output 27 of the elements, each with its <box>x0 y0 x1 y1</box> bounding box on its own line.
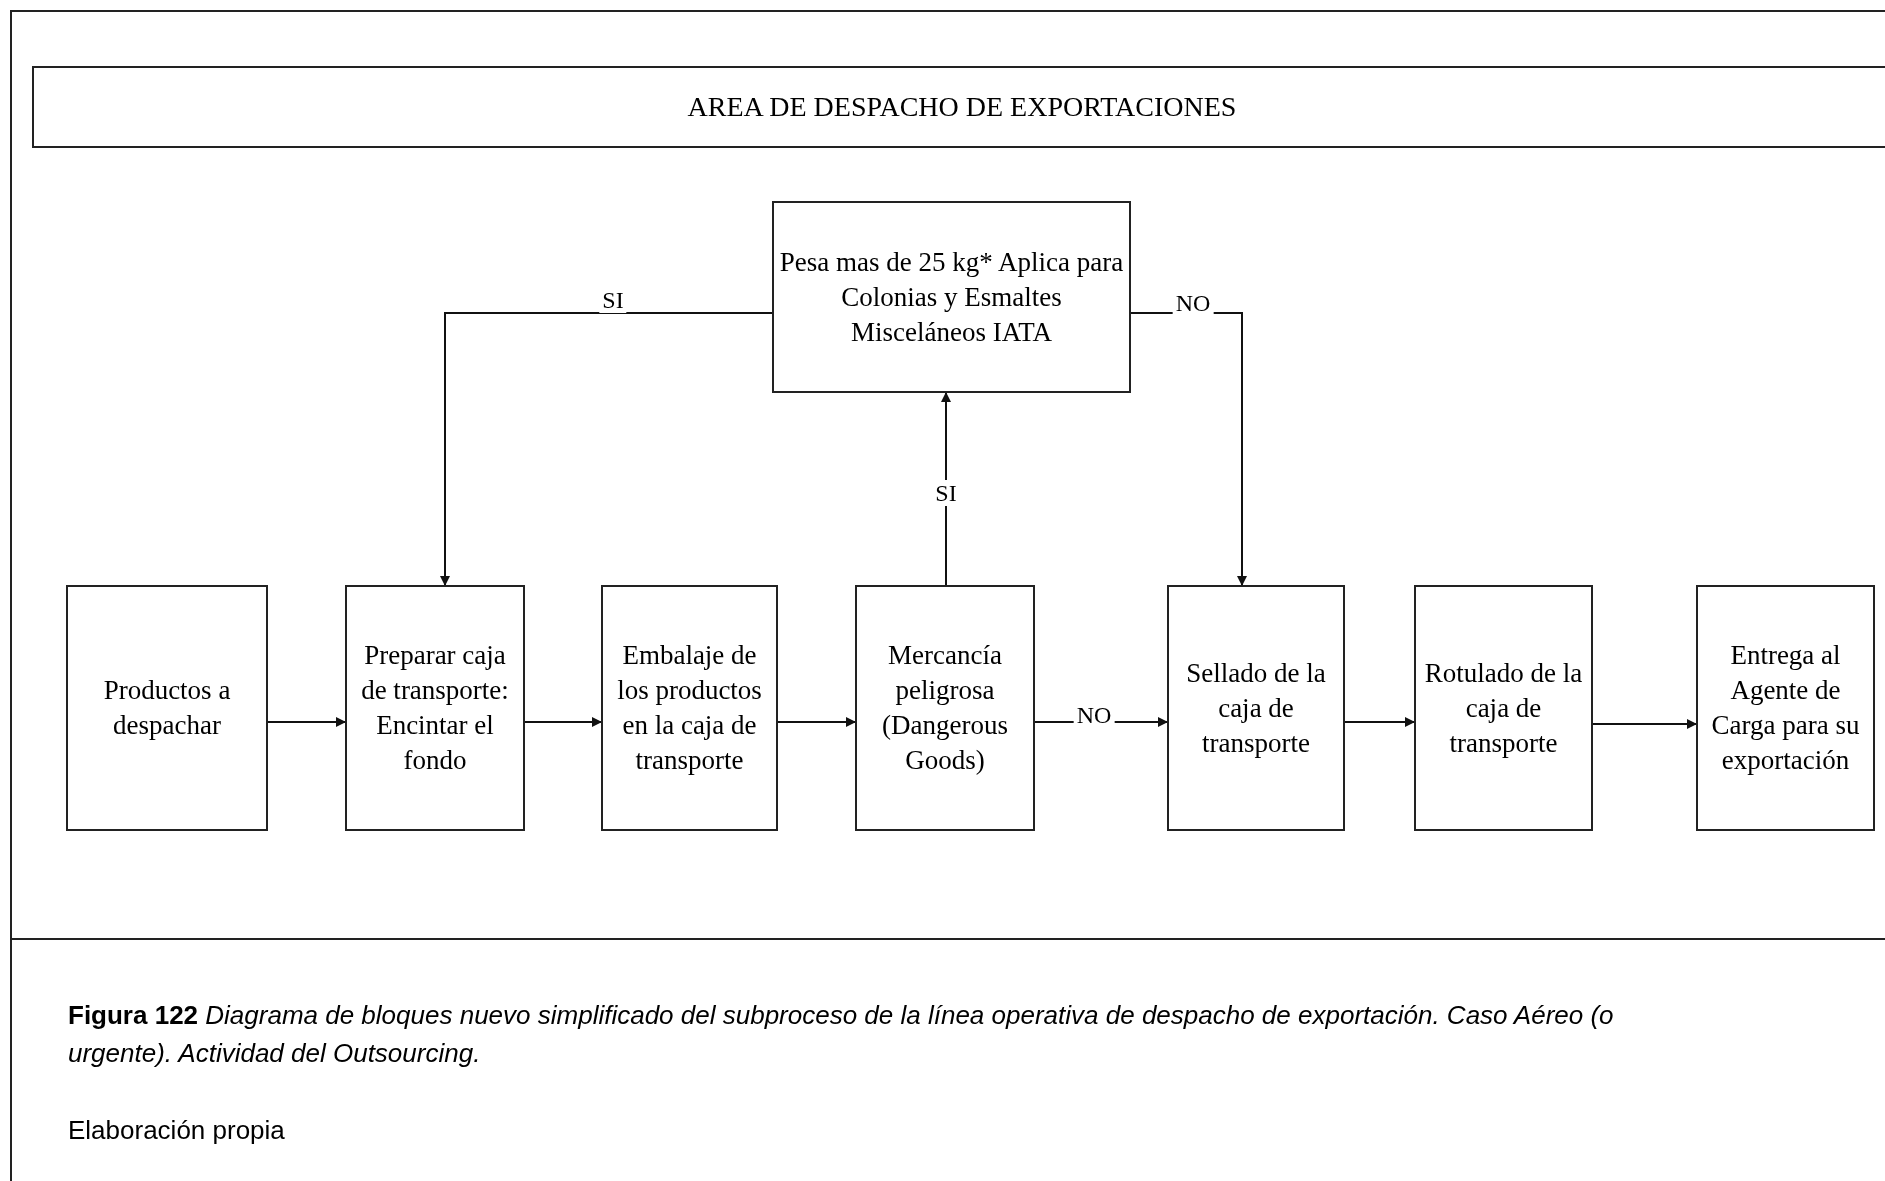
box-label: Embalaje de los productos en la caja de transporte <box>616 639 763 777</box>
arrow <box>1592 719 1697 729</box>
arrow <box>1130 312 1247 586</box>
process-box <box>1414 585 1593 831</box>
box-label: Entrega al Agente de Carga para su exportación <box>1710 639 1861 777</box>
process-box <box>345 585 525 831</box>
box-label: Preparar caja de transporte: Encintar el fondo <box>360 639 510 777</box>
process-box <box>66 585 268 831</box>
arrow <box>524 717 602 727</box>
box-label: Pesa mas de 25 kg* Aplica para Colonias y Esmaltes Misceláneos IATA <box>778 245 1125 349</box>
arrow <box>777 717 856 727</box>
process-box <box>1167 585 1345 831</box>
box-label: Mercancía peligrosa (Dangerous Goods) <box>881 639 1009 777</box>
arrow <box>1344 717 1415 727</box>
arrow <box>440 312 773 586</box>
box-label: Productos a despachar <box>102 674 232 742</box>
box-label: Rotulado de la caja de transporte <box>1423 656 1584 760</box>
source-note: Elaboración propia <box>68 1114 285 1147</box>
process-box <box>772 201 1131 393</box>
process-box <box>601 585 778 831</box>
process-box <box>855 585 1035 831</box>
box-label: Sellado de la caja de transporte <box>1185 656 1327 760</box>
arrow <box>267 717 346 727</box>
area-title: AREA DE DESPACHO DE EXPORTACIONES <box>686 90 1238 124</box>
process-box <box>1696 585 1875 831</box>
figure-caption: Figura 122 Diagrama de bloques nuevo simplificado del subproceso de la línea operativa de despacho de exportación. Caso Aéreo (o urgente). Actividad del Outsourcing. <box>68 999 1615 1070</box>
header-box <box>32 66 1885 148</box>
